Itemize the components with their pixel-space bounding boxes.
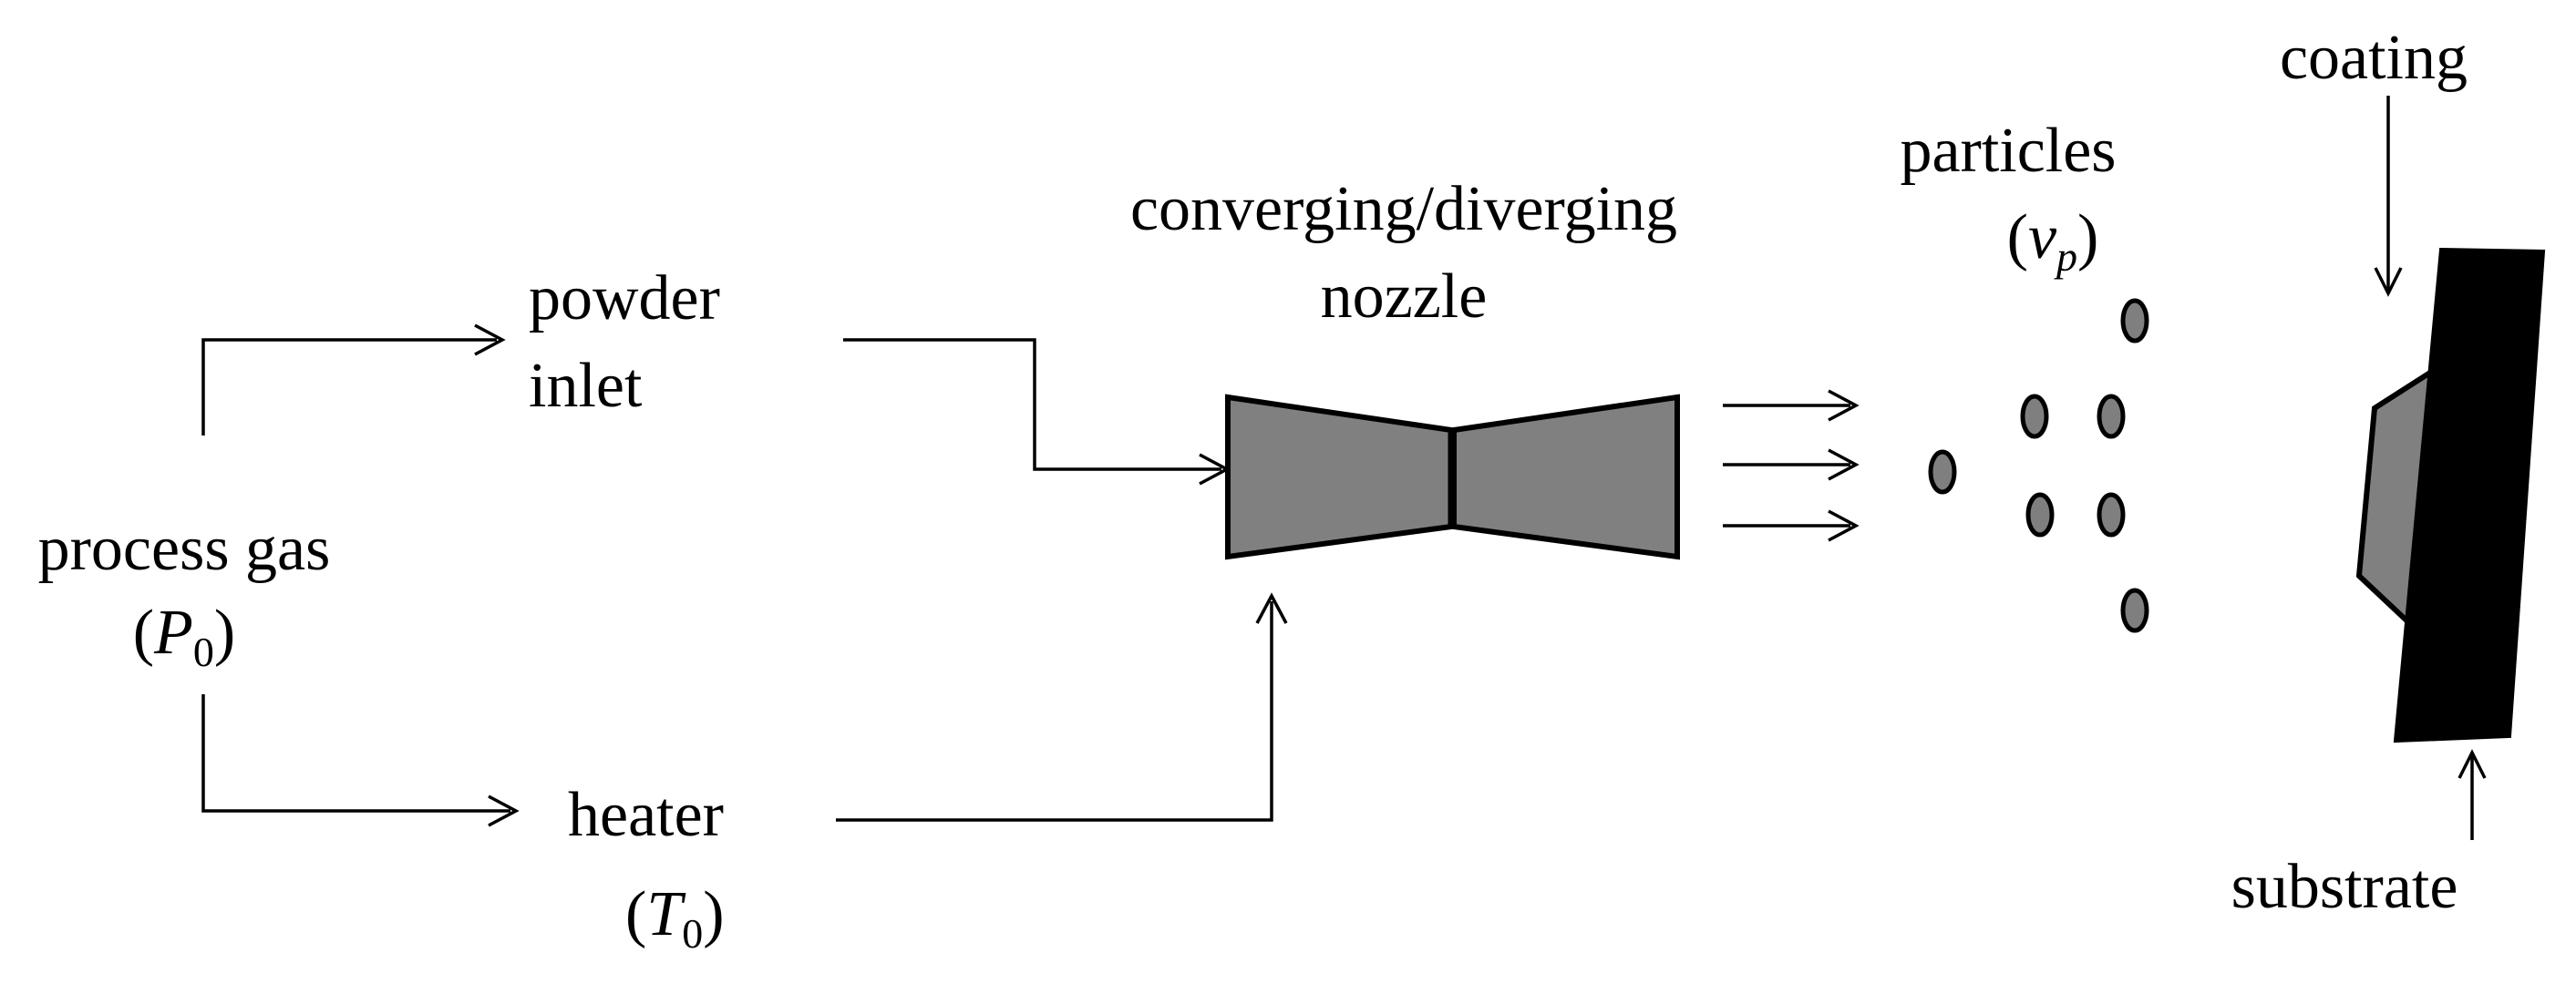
powder-inlet-label-line2: inlet: [529, 351, 643, 421]
nozzle: [1225, 394, 1680, 560]
particle: [1928, 449, 1957, 495]
flow-arrowhead-middle: [1828, 448, 1860, 481]
particle: [2097, 492, 2126, 538]
substrate: [2393, 247, 2546, 743]
gas-to-heater-line: [201, 694, 510, 813]
substrate-pointer-arrowhead: [2458, 749, 2487, 779]
coating-label: coating: [2280, 23, 2468, 93]
particle: [2120, 588, 2149, 633]
powder-inlet-label-line1: powder: [529, 263, 720, 333]
heater-label: heater: [568, 780, 724, 850]
gas-to-heater-arrowhead: [488, 794, 520, 827]
process-gas-label: process gas: [38, 514, 331, 584]
nozzle-diverging-section: [1451, 394, 1680, 560]
particle: [2120, 298, 2149, 343]
process-gas-variable: (P0): [133, 598, 235, 675]
nozzle-label-line2: nozzle: [1321, 261, 1488, 332]
flow-arrowhead-bottom: [1828, 509, 1860, 542]
nozzle-label-line1: converging/diverging: [1130, 174, 1677, 244]
particles-variable: (vp): [2007, 202, 2099, 280]
substrate-label: substrate: [2231, 852, 2458, 922]
particle: [2097, 394, 2126, 439]
heater-to-nozzle-arrowhead: [1255, 592, 1288, 624]
powder-to-nozzle-line: [843, 338, 1221, 471]
particles-label: particles: [1900, 116, 2116, 186]
particle: [2020, 394, 2049, 439]
particle: [2025, 492, 2055, 538]
labels: process gas (P0) powder inlet heater (T0…: [38, 23, 2468, 957]
particles: [1928, 298, 2149, 633]
flow-arrowhead-top: [1828, 389, 1860, 422]
gas-to-powder-arrowhead: [474, 323, 506, 356]
gas-to-powder-line: [201, 338, 497, 436]
coating-pointer-arrowhead: [2374, 267, 2403, 297]
heater-to-nozzle-line: [836, 601, 1273, 822]
heater-variable: (T0): [625, 879, 725, 957]
connectors: [201, 96, 2487, 840]
nozzle-converging-section: [1225, 394, 1454, 560]
